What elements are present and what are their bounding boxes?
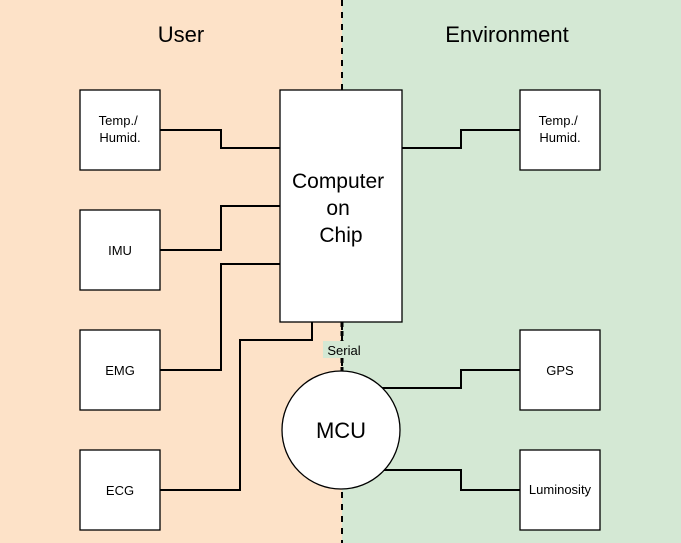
computer-on-chip-box	[279, 89, 403, 323]
gps-box	[519, 329, 601, 411]
temp-humid-user-box	[79, 89, 161, 171]
imu-label: IMU	[108, 243, 132, 258]
luminosity-label: Luminosity	[529, 482, 592, 497]
edge-mcu-to-luminosity	[382, 469, 520, 491]
edge-temp-humid-user-to-computer	[160, 129, 280, 149]
mcu-circle	[281, 370, 401, 490]
computer-label-line-2: on	[326, 197, 349, 220]
mcu-label: MCU	[316, 418, 366, 443]
connectors	[160, 129, 520, 491]
environment-region-title: Environment	[445, 22, 569, 47]
ecg-box	[79, 449, 161, 531]
temp-humid-env-label: Temp./ Humid.	[539, 113, 582, 145]
user-region-title: User	[158, 22, 204, 47]
ecg-label: ECG	[106, 483, 134, 498]
computer-label-line-1: Computer	[292, 170, 384, 193]
temp-humid-env-line-2: Humid.	[539, 130, 580, 145]
emg-label: EMG	[105, 363, 135, 378]
gps-label: GPS	[546, 363, 574, 378]
imu-box	[79, 209, 161, 291]
temp-humid-user-line-2: Humid.	[99, 130, 140, 145]
edge-emg-to-computer	[160, 263, 280, 371]
computer-on-chip-label: Computer on Chip	[292, 170, 390, 247]
edge-mcu-to-gps	[382, 369, 520, 389]
emg-box	[79, 329, 161, 411]
edge-ecg-to-computer	[160, 322, 313, 491]
computer-label-line-3: Chip	[319, 224, 362, 247]
edge-imu-to-computer	[160, 205, 280, 251]
temp-humid-user-label: Temp./ Humid.	[99, 113, 142, 145]
luminosity-box	[519, 449, 601, 531]
temp-humid-env-box	[519, 89, 601, 171]
serial-label-bg	[323, 341, 364, 358]
temp-humid-env-line-1: Temp./	[539, 113, 578, 128]
serial-label: Serial	[327, 343, 360, 358]
edge-computer-to-temp-humid-env	[402, 129, 520, 149]
temp-humid-user-line-1: Temp./	[99, 113, 138, 128]
